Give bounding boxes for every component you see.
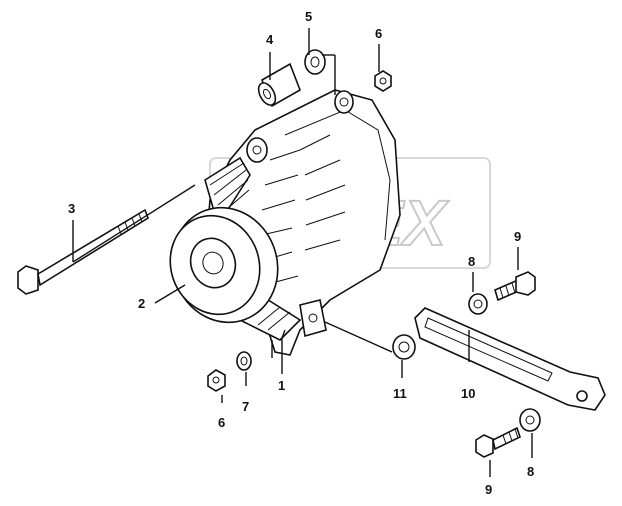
callout-7: 7	[242, 399, 249, 414]
long-bolt	[17, 208, 149, 295]
adjusting-bracket	[414, 307, 606, 411]
callout-5: 5	[305, 9, 312, 24]
callout-4: 4	[266, 32, 274, 47]
callout-6-bottom: 6	[218, 415, 225, 430]
callout-11: 11	[393, 386, 407, 401]
nut-bottom	[207, 369, 226, 392]
callout-1: 1	[278, 378, 285, 393]
pulley	[169, 206, 279, 324]
washer-right-lower	[519, 408, 541, 432]
leader-lines	[72, 28, 533, 477]
callout-8-lower: 8	[527, 464, 534, 479]
callout-10: 10	[461, 386, 475, 401]
callout-8-upper: 8	[468, 254, 475, 269]
mount-lug-upper	[334, 90, 354, 114]
nut-top	[374, 70, 392, 92]
callout-9-upper: 9	[514, 229, 521, 244]
bushing	[257, 62, 301, 108]
adjuster-lug	[299, 299, 327, 338]
spacer	[392, 334, 416, 360]
callout-9-lower: 9	[485, 482, 492, 497]
washer-top	[304, 49, 326, 75]
bolt-right-upper	[494, 271, 536, 302]
callout-3: 3	[68, 201, 75, 216]
mount-lug-lower	[246, 137, 268, 163]
callout-2: 2	[138, 296, 145, 311]
washer-right-upper	[468, 293, 488, 315]
callouts: 3 4 5 6 2 1 7 6 11 10 8 9 8 9	[68, 9, 534, 497]
callout-6-top: 6	[375, 26, 382, 41]
washer-bottom	[236, 351, 252, 371]
bolt-right-lower	[475, 426, 521, 458]
